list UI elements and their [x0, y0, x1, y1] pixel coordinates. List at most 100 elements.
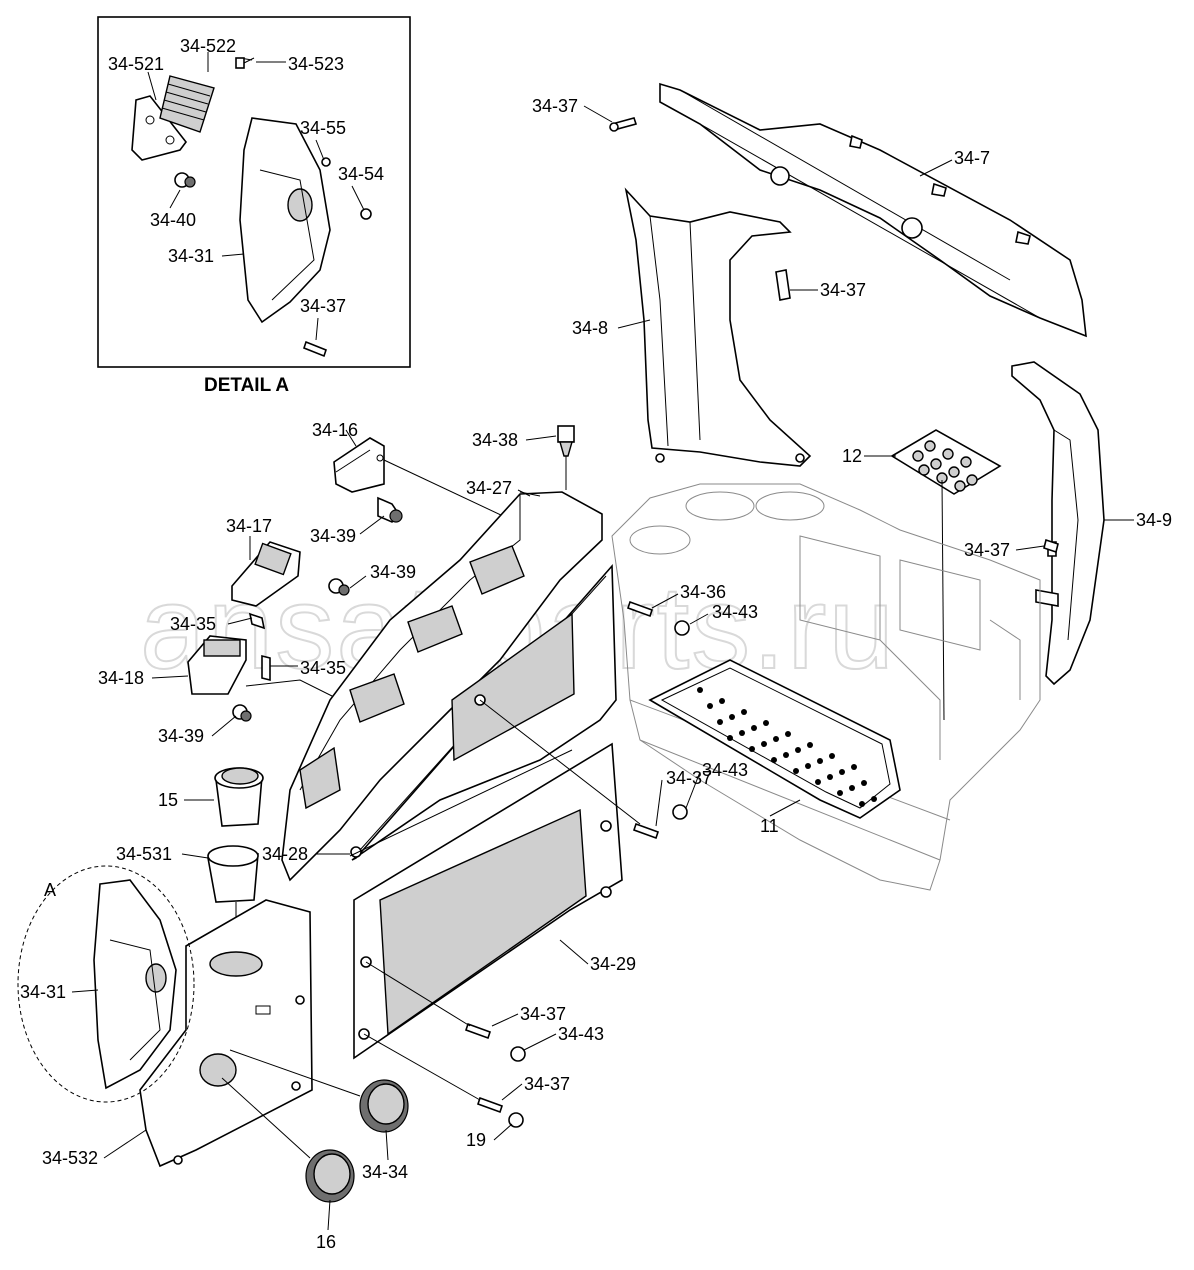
cap-19 [508, 1112, 524, 1128]
callout-labels: 34-37 34-7 34-37 34-8 12 34-9 34-37 34-1… [20, 96, 1172, 1252]
floor-plate-hole [697, 687, 703, 693]
label-34-31-detail: 34-31 [168, 246, 214, 266]
screw-34-37-e [476, 1096, 504, 1114]
fasteners [349, 538, 1059, 1128]
cup-holder-15 [214, 767, 264, 827]
label-34-521: 34-521 [108, 54, 164, 74]
floor-plate-11 [648, 659, 901, 819]
console-34-27 [281, 491, 603, 882]
mat-12 [890, 429, 1002, 721]
label-34-7: 34-7 [954, 148, 990, 168]
floor-plate-hole [727, 735, 733, 741]
label-34-35-a: 34-35 [170, 614, 216, 634]
floor-plate-hole [807, 742, 813, 748]
floor-plate-hole [773, 736, 779, 742]
label-34-522: 34-522 [180, 36, 236, 56]
chassis-outline [611, 483, 1041, 891]
label-34-37-mid: 34-37 [820, 280, 866, 300]
cap-34-43-a [674, 620, 690, 636]
label-34-43-b: 34-43 [702, 760, 748, 780]
bracket-34-18 [187, 635, 341, 722]
label-19: 19 [466, 1130, 486, 1150]
label-34-40: 34-40 [150, 210, 196, 230]
speaker-grille-34-522 [159, 75, 215, 133]
floor-plate-hole [829, 753, 835, 759]
label-34-37-top: 34-37 [532, 96, 578, 116]
knob-16 [221, 1077, 355, 1203]
label-34-9: 34-9 [1136, 510, 1172, 530]
label-34-39-c: 34-39 [158, 726, 204, 746]
floor-plate-hole [827, 774, 833, 780]
floor-plate-hole [783, 752, 789, 758]
label-34-37-c: 34-37 [666, 768, 712, 788]
label-34-39-b: 34-39 [370, 562, 416, 582]
pillar-trim-34-8 [624, 187, 812, 467]
floor-plate-hole [851, 764, 857, 770]
trim-panel-34-31: A [17, 865, 195, 1103]
label-34-16: 34-16 [312, 420, 358, 440]
floor-plate-hole [817, 758, 823, 764]
floor-plate-hole [751, 725, 757, 731]
detail-a-callout-circle [17, 865, 195, 1103]
detail-a-marker: A [44, 880, 56, 900]
label-34-17: 34-17 [226, 516, 272, 536]
floor-plate-hole [871, 796, 877, 802]
screw-34-36 [626, 600, 654, 618]
label-34-43-c: 34-43 [558, 1024, 604, 1044]
lower-console-34-532 [139, 899, 313, 1168]
leader-lines [71, 105, 1134, 1231]
label-34-35-b: 34-35 [300, 658, 346, 678]
floor-plate-hole [837, 790, 843, 796]
label-16: 16 [316, 1232, 336, 1252]
floor-plate-hole [805, 763, 811, 769]
floor-plate-hole [729, 714, 735, 720]
floor-plate-hole [815, 779, 821, 785]
floor-plate-hole [717, 719, 723, 725]
label-34-523: 34-523 [288, 54, 344, 74]
floor-plate-hole [795, 747, 801, 753]
label-34-43-a: 34-43 [712, 602, 758, 622]
floor-plate-hole [749, 746, 755, 752]
cap-34-43-b [672, 804, 688, 820]
floor-plate-hole [707, 703, 713, 709]
label-15: 15 [158, 790, 178, 810]
label-34-54: 34-54 [338, 164, 384, 184]
label-34-37-e: 34-37 [524, 1074, 570, 1094]
bracket-34-16 [333, 437, 521, 525]
label-34-37-right: 34-37 [964, 540, 1010, 560]
floor-plate-hole [849, 785, 855, 791]
label-34-31: 34-31 [20, 982, 66, 1002]
label-34-8: 34-8 [572, 318, 608, 338]
label-12: 12 [842, 446, 862, 466]
side-panel-34-28 [350, 563, 617, 861]
floor-plate-hole [793, 768, 799, 774]
bracket-34-17 [231, 541, 350, 630]
upper-rail-34-7 [609, 82, 1087, 338]
label-34-27: 34-27 [466, 478, 512, 498]
floor-plate-hole [859, 801, 865, 807]
screw-34-37-c [632, 822, 660, 840]
knob-34-34 [229, 1049, 409, 1133]
label-34-55: 34-55 [300, 118, 346, 138]
label-11: 11 [760, 816, 779, 836]
label-34-532: 34-532 [42, 1148, 98, 1168]
label-34-531: 34-531 [116, 844, 172, 864]
cap-34-43-c [510, 1046, 526, 1062]
floor-plate-hole [739, 730, 745, 736]
bracket-34-521 [131, 95, 188, 161]
floor-plate-hole [771, 757, 777, 763]
floor-plate-hole [719, 698, 725, 704]
floor-plate-hole [763, 720, 769, 726]
floor-plate-hole [741, 709, 747, 715]
screw-34-37-d [464, 1022, 492, 1040]
floor-plate-hole [839, 769, 845, 775]
label-34-36: 34-36 [680, 582, 726, 602]
label-34-34: 34-34 [362, 1162, 408, 1182]
label-34-37-detail: 34-37 [300, 296, 346, 316]
detail-a-frame [97, 16, 411, 368]
cup-insert-34-531 [207, 845, 259, 944]
clip-34-38 [557, 425, 575, 490]
label-34-38: 34-38 [472, 430, 518, 450]
label-34-18: 34-18 [98, 668, 144, 688]
